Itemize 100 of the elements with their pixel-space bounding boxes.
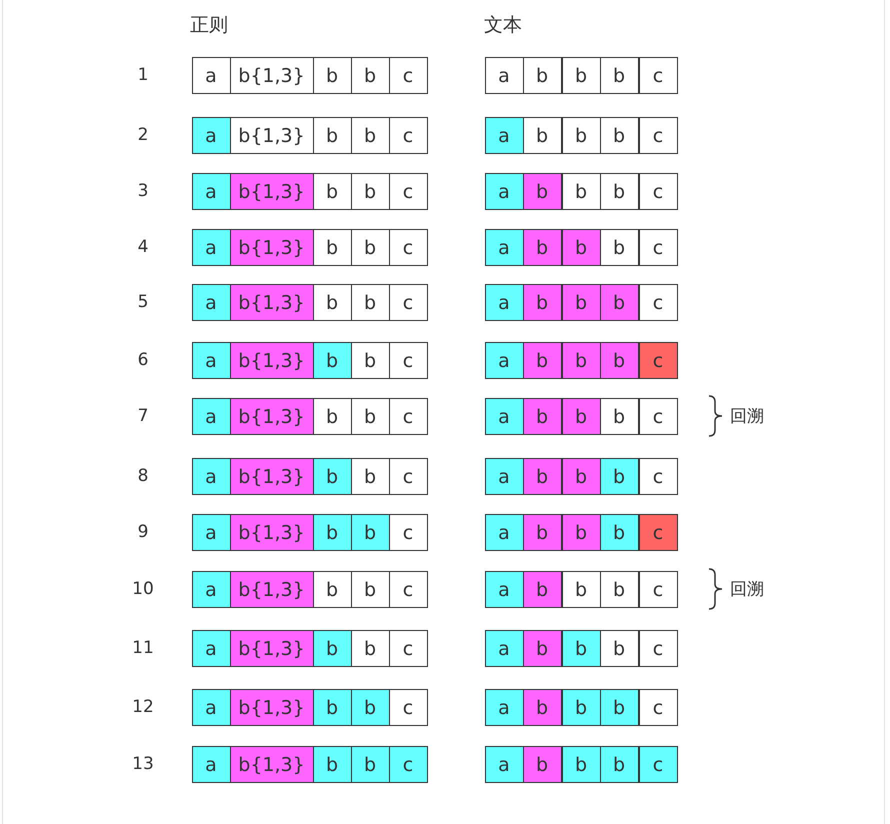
step-number: 4 xyxy=(138,237,148,257)
sequence-cell: a xyxy=(484,514,524,551)
sequence-cell: a xyxy=(192,342,230,379)
sequence-cell: b xyxy=(600,284,638,321)
sequence-cell: b xyxy=(350,689,390,726)
sequence-cell: b xyxy=(350,57,390,94)
sequence-cell: c xyxy=(388,398,428,435)
sequence-cell: b xyxy=(562,229,600,266)
sequence-cell: b xyxy=(600,514,638,551)
sequence-cell: c xyxy=(638,173,678,210)
sequence-cell: c xyxy=(638,284,678,321)
sequence-cell: c xyxy=(388,689,428,726)
sequence-cell: b xyxy=(600,173,638,210)
sequence-cell: c xyxy=(388,284,428,321)
sequence-cell: c xyxy=(388,571,428,608)
sequence-cell: c xyxy=(388,229,428,266)
sequence-cell: b xyxy=(562,571,600,608)
step-number: 12 xyxy=(132,697,154,717)
sequence-cell: c xyxy=(638,746,678,783)
sequence-cell: b xyxy=(600,398,638,435)
sequence-cell: a xyxy=(192,117,230,154)
sequence-cell: a xyxy=(484,458,524,495)
sequence-cell: b xyxy=(600,689,638,726)
sequence-cell: c xyxy=(638,117,678,154)
sequence-cell: b xyxy=(350,284,390,321)
sequence-cell: a xyxy=(484,630,524,667)
sequence-cell: b{1,3} xyxy=(230,398,314,435)
sequence-cell: b xyxy=(600,342,638,379)
step-number: 6 xyxy=(138,350,148,370)
sequence-cell: c xyxy=(388,117,428,154)
sequence-cell: b xyxy=(350,342,390,379)
sequence-cell: b xyxy=(350,117,390,154)
sequence-cell: b xyxy=(562,398,600,435)
sequence-cell: b xyxy=(562,689,600,726)
sequence-cell: b xyxy=(522,229,562,266)
sequence-cell: c xyxy=(388,514,428,551)
sequence-cell: b xyxy=(312,571,352,608)
sequence-cell: b{1,3} xyxy=(230,458,314,495)
sequence-cell: a xyxy=(484,571,524,608)
sequence-cell: b xyxy=(562,57,600,94)
sequence-cell: b xyxy=(522,57,562,94)
sequence-cell: b{1,3} xyxy=(230,689,314,726)
sequence-cell: b xyxy=(522,571,562,608)
sequence-cell: b xyxy=(312,689,352,726)
sequence-cell: b xyxy=(600,117,638,154)
sequence-cell: b xyxy=(350,571,390,608)
sequence-cell: b xyxy=(312,284,352,321)
sequence-cell: b xyxy=(562,746,600,783)
sequence-cell: b xyxy=(312,229,352,266)
sequence-cell: b xyxy=(350,173,390,210)
sequence-cell: b xyxy=(350,398,390,435)
sequence-cell: b{1,3} xyxy=(230,284,314,321)
sequence-cell: a xyxy=(484,746,524,783)
backtrack-note: 回溯 xyxy=(730,406,764,428)
sequence-cell: a xyxy=(484,284,524,321)
sequence-cell: b xyxy=(522,284,562,321)
sequence-cell: b xyxy=(600,458,638,495)
sequence-cell: a xyxy=(484,117,524,154)
sequence-cell: b xyxy=(562,458,600,495)
sequence-cell: b{1,3} xyxy=(230,746,314,783)
sequence-cell: a xyxy=(192,458,230,495)
sequence-cell: b xyxy=(350,458,390,495)
sequence-cell: a xyxy=(484,57,524,94)
sequence-cell: b{1,3} xyxy=(230,57,314,94)
sequence-cell: a xyxy=(192,630,230,667)
sequence-cell: b xyxy=(312,57,352,94)
sequence-cell: b{1,3} xyxy=(230,571,314,608)
step-number: 1 xyxy=(138,65,148,85)
sequence-cell: b{1,3} xyxy=(230,514,314,551)
sequence-cell: b{1,3} xyxy=(230,342,314,379)
sequence-cell: a xyxy=(192,173,230,210)
sequence-cell: a xyxy=(192,398,230,435)
sequence-cell: b xyxy=(522,458,562,495)
sequence-cell: a xyxy=(192,571,230,608)
sequence-cell: b xyxy=(312,746,352,783)
sequence-cell: a xyxy=(192,57,230,94)
sequence-cell: b xyxy=(600,746,638,783)
sequence-cell: b xyxy=(312,630,352,667)
sequence-cell: a xyxy=(192,746,230,783)
sequence-cell: c xyxy=(638,571,678,608)
sequence-cell: b xyxy=(522,689,562,726)
sequence-cell: b xyxy=(312,398,352,435)
sequence-cell: b{1,3} xyxy=(230,117,314,154)
sequence-cell: a xyxy=(484,229,524,266)
column-header: 文本 xyxy=(484,13,522,38)
sequence-cell: c xyxy=(638,630,678,667)
sequence-cell: b xyxy=(522,514,562,551)
sequence-cell: b xyxy=(522,398,562,435)
sequence-cell: c xyxy=(388,746,428,783)
sequence-cell: b xyxy=(522,173,562,210)
sequence-cell: b{1,3} xyxy=(230,229,314,266)
step-number: 11 xyxy=(132,638,154,658)
sequence-cell: b xyxy=(600,571,638,608)
sequence-cell: a xyxy=(192,514,230,551)
sequence-cell: c xyxy=(388,630,428,667)
sequence-cell: a xyxy=(192,689,230,726)
sequence-cell: b xyxy=(562,630,600,667)
sequence-cell: b xyxy=(600,229,638,266)
sequence-cell: b xyxy=(562,173,600,210)
step-number: 8 xyxy=(138,466,148,486)
